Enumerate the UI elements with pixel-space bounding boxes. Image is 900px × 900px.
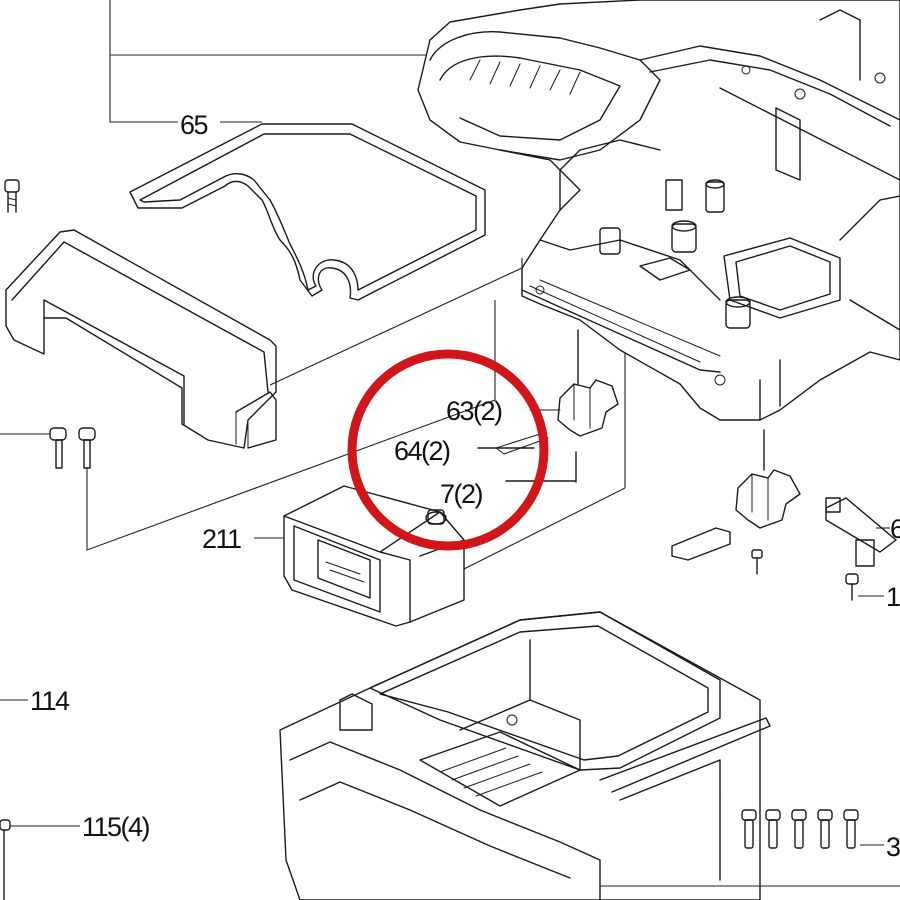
- screw-115: [0, 699, 80, 900]
- callout-6-partial: 6: [890, 514, 900, 544]
- callout-114: 114: [30, 686, 70, 716]
- callout-64: 64(2): [394, 436, 450, 466]
- screw-top-left: [4, 179, 20, 213]
- leader-cover-211: [86, 258, 626, 571]
- terminal-clip-a: [557, 329, 619, 437]
- terminal-clip-b: [735, 429, 801, 529]
- callout-211: 211: [202, 524, 241, 554]
- callout-7: 7(2): [440, 479, 483, 509]
- leader-65: [109, 0, 440, 123]
- bottom-base: [279, 611, 771, 900]
- gasket-65: [129, 123, 486, 301]
- callout-3-partial: 3: [886, 832, 900, 862]
- top-cover: [5, 229, 277, 449]
- small-screws-right: [751, 549, 884, 601]
- screws-bottom-row: [600, 809, 900, 887]
- callout-63: 63(2): [446, 396, 502, 426]
- callout-115: 115(4): [82, 812, 150, 842]
- callout-1-partial: 1: [886, 582, 900, 612]
- callout-65: 65: [180, 110, 208, 140]
- adapter-211: [254, 485, 465, 627]
- contact-plate: [671, 527, 731, 561]
- main-housing: [417, 0, 900, 421]
- screws-pair: [0, 427, 96, 469]
- switch-pcb: [825, 497, 897, 567]
- highlight-circle: [347, 349, 549, 551]
